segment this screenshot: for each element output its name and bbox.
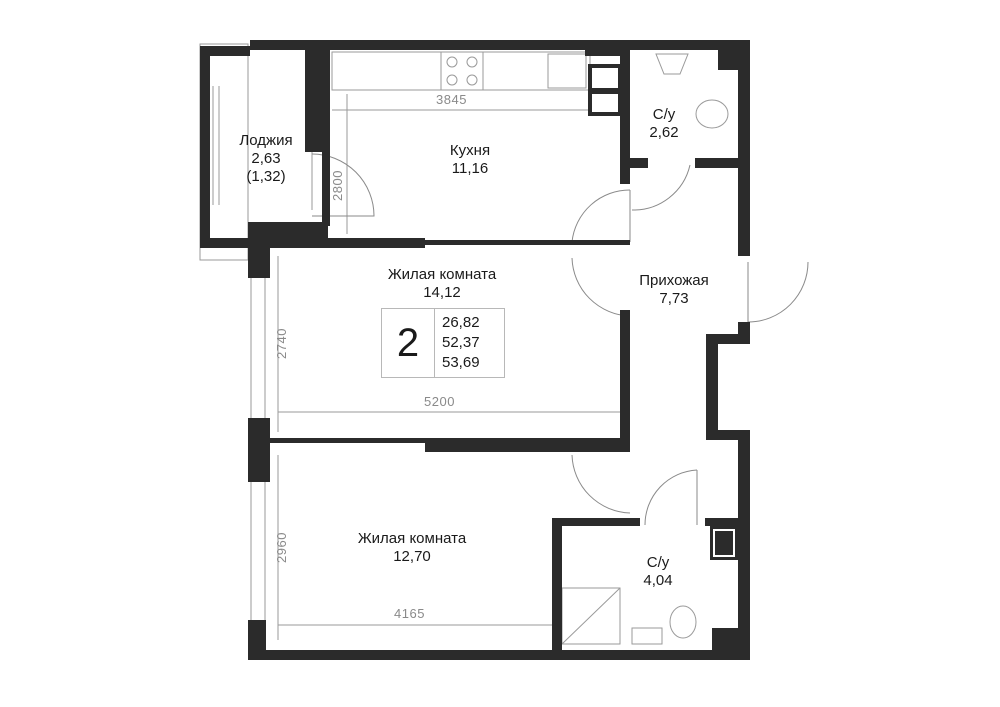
dim-living2-depth: 2960 [273, 532, 289, 563]
dim-living1-width: 5200 [424, 394, 455, 409]
toilet-icon [695, 99, 729, 129]
walls [200, 40, 750, 660]
area-total-with-loggia: 53,69 [442, 354, 480, 371]
apartment-summary: 2 26,82 52,37 53,69 [381, 308, 505, 378]
stove-icon [440, 51, 484, 91]
sink-icon [547, 53, 587, 89]
fixtures [199, 43, 729, 645]
room-label-living-2: Жилая комната 12,70 [357, 530, 467, 565]
area-list: 26,82 52,37 53,69 [442, 313, 480, 373]
kitchen-counter [331, 51, 591, 91]
room-label-loggia: Лоджия 2,63 (1,32) [239, 132, 293, 185]
room-label-bath-1: С/у 2,62 [649, 106, 679, 141]
room-label-hall: Прихожая 7,73 [639, 272, 709, 307]
room-label-kitchen: Кухня 11,16 [449, 142, 491, 177]
dim-kitchen-depth: 2800 [329, 170, 345, 201]
room-label-bath-2: С/у 4,04 [643, 554, 673, 589]
area-living: 26,82 [442, 314, 480, 331]
area-total: 52,37 [442, 334, 480, 351]
vent-frames [588, 64, 622, 116]
room-label-living-1: Жилая комната 14,12 [387, 266, 497, 301]
dim-living1-depth: 2740 [273, 328, 289, 359]
dim-kitchen-width: 3845 [436, 92, 467, 107]
dim-living2-width: 4165 [394, 606, 425, 621]
door-swings [311, 153, 809, 526]
room-count: 2 [382, 309, 435, 377]
